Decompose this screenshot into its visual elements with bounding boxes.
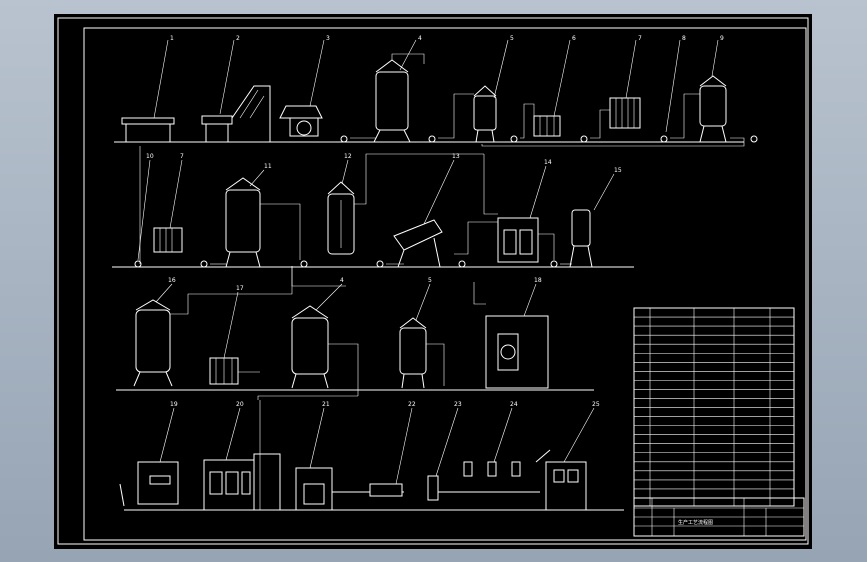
callout-17: 17	[236, 285, 244, 292]
title-block: 生产工艺流程图	[633, 497, 805, 537]
callout-13: 13	[452, 153, 460, 160]
callout-1: 1	[170, 35, 174, 42]
callout-11: 11	[264, 163, 272, 170]
callout-5b: 5	[428, 277, 432, 284]
process-flow-drawing: 1 2 3 4 5 6 7 8 9 10 7 11 12 13 14 15 16…	[57, 17, 809, 545]
callout-14: 14	[544, 159, 552, 166]
callout-22: 22	[408, 401, 416, 408]
callout-19: 19	[170, 401, 178, 408]
cad-viewport[interactable]: 1 2 3 4 5 6 7 8 9 10 7 11 12 13 14 15 16…	[54, 14, 812, 549]
callout-5: 5	[510, 35, 514, 42]
row3-equipment	[133, 266, 549, 400]
callout-20: 20	[236, 401, 244, 408]
row1-equipment	[121, 53, 758, 147]
outer-frame	[57, 17, 809, 545]
callout-16: 16	[168, 277, 176, 284]
callout-4b: 4	[340, 277, 344, 284]
callout-6: 6	[572, 35, 576, 42]
callout-9: 9	[720, 35, 724, 42]
callout-8: 8	[682, 35, 686, 42]
callout-7: 7	[638, 35, 642, 42]
row4-equipment	[119, 400, 587, 511]
parts-list-table	[633, 307, 795, 507]
callout-7b: 7	[180, 153, 184, 160]
callout-10: 10	[146, 153, 154, 160]
callout-2: 2	[236, 35, 240, 42]
callout-leaders	[137, 39, 719, 485]
callout-21: 21	[322, 401, 330, 408]
callout-18: 18	[534, 277, 542, 284]
row2-equipment	[134, 146, 593, 268]
callout-12: 12	[344, 153, 352, 160]
callout-3: 3	[326, 35, 330, 42]
callout-numbers: 1 2 3 4 5 6 7 8 9 10 7 11 12 13 14 15 16…	[146, 35, 724, 408]
callout-24: 24	[510, 401, 518, 408]
inner-frame	[83, 27, 807, 541]
drawing-title: 生产工艺流程图	[678, 519, 713, 526]
callout-25: 25	[592, 401, 600, 408]
callout-15: 15	[614, 167, 622, 174]
callout-4: 4	[418, 35, 422, 42]
callout-23: 23	[454, 401, 462, 408]
